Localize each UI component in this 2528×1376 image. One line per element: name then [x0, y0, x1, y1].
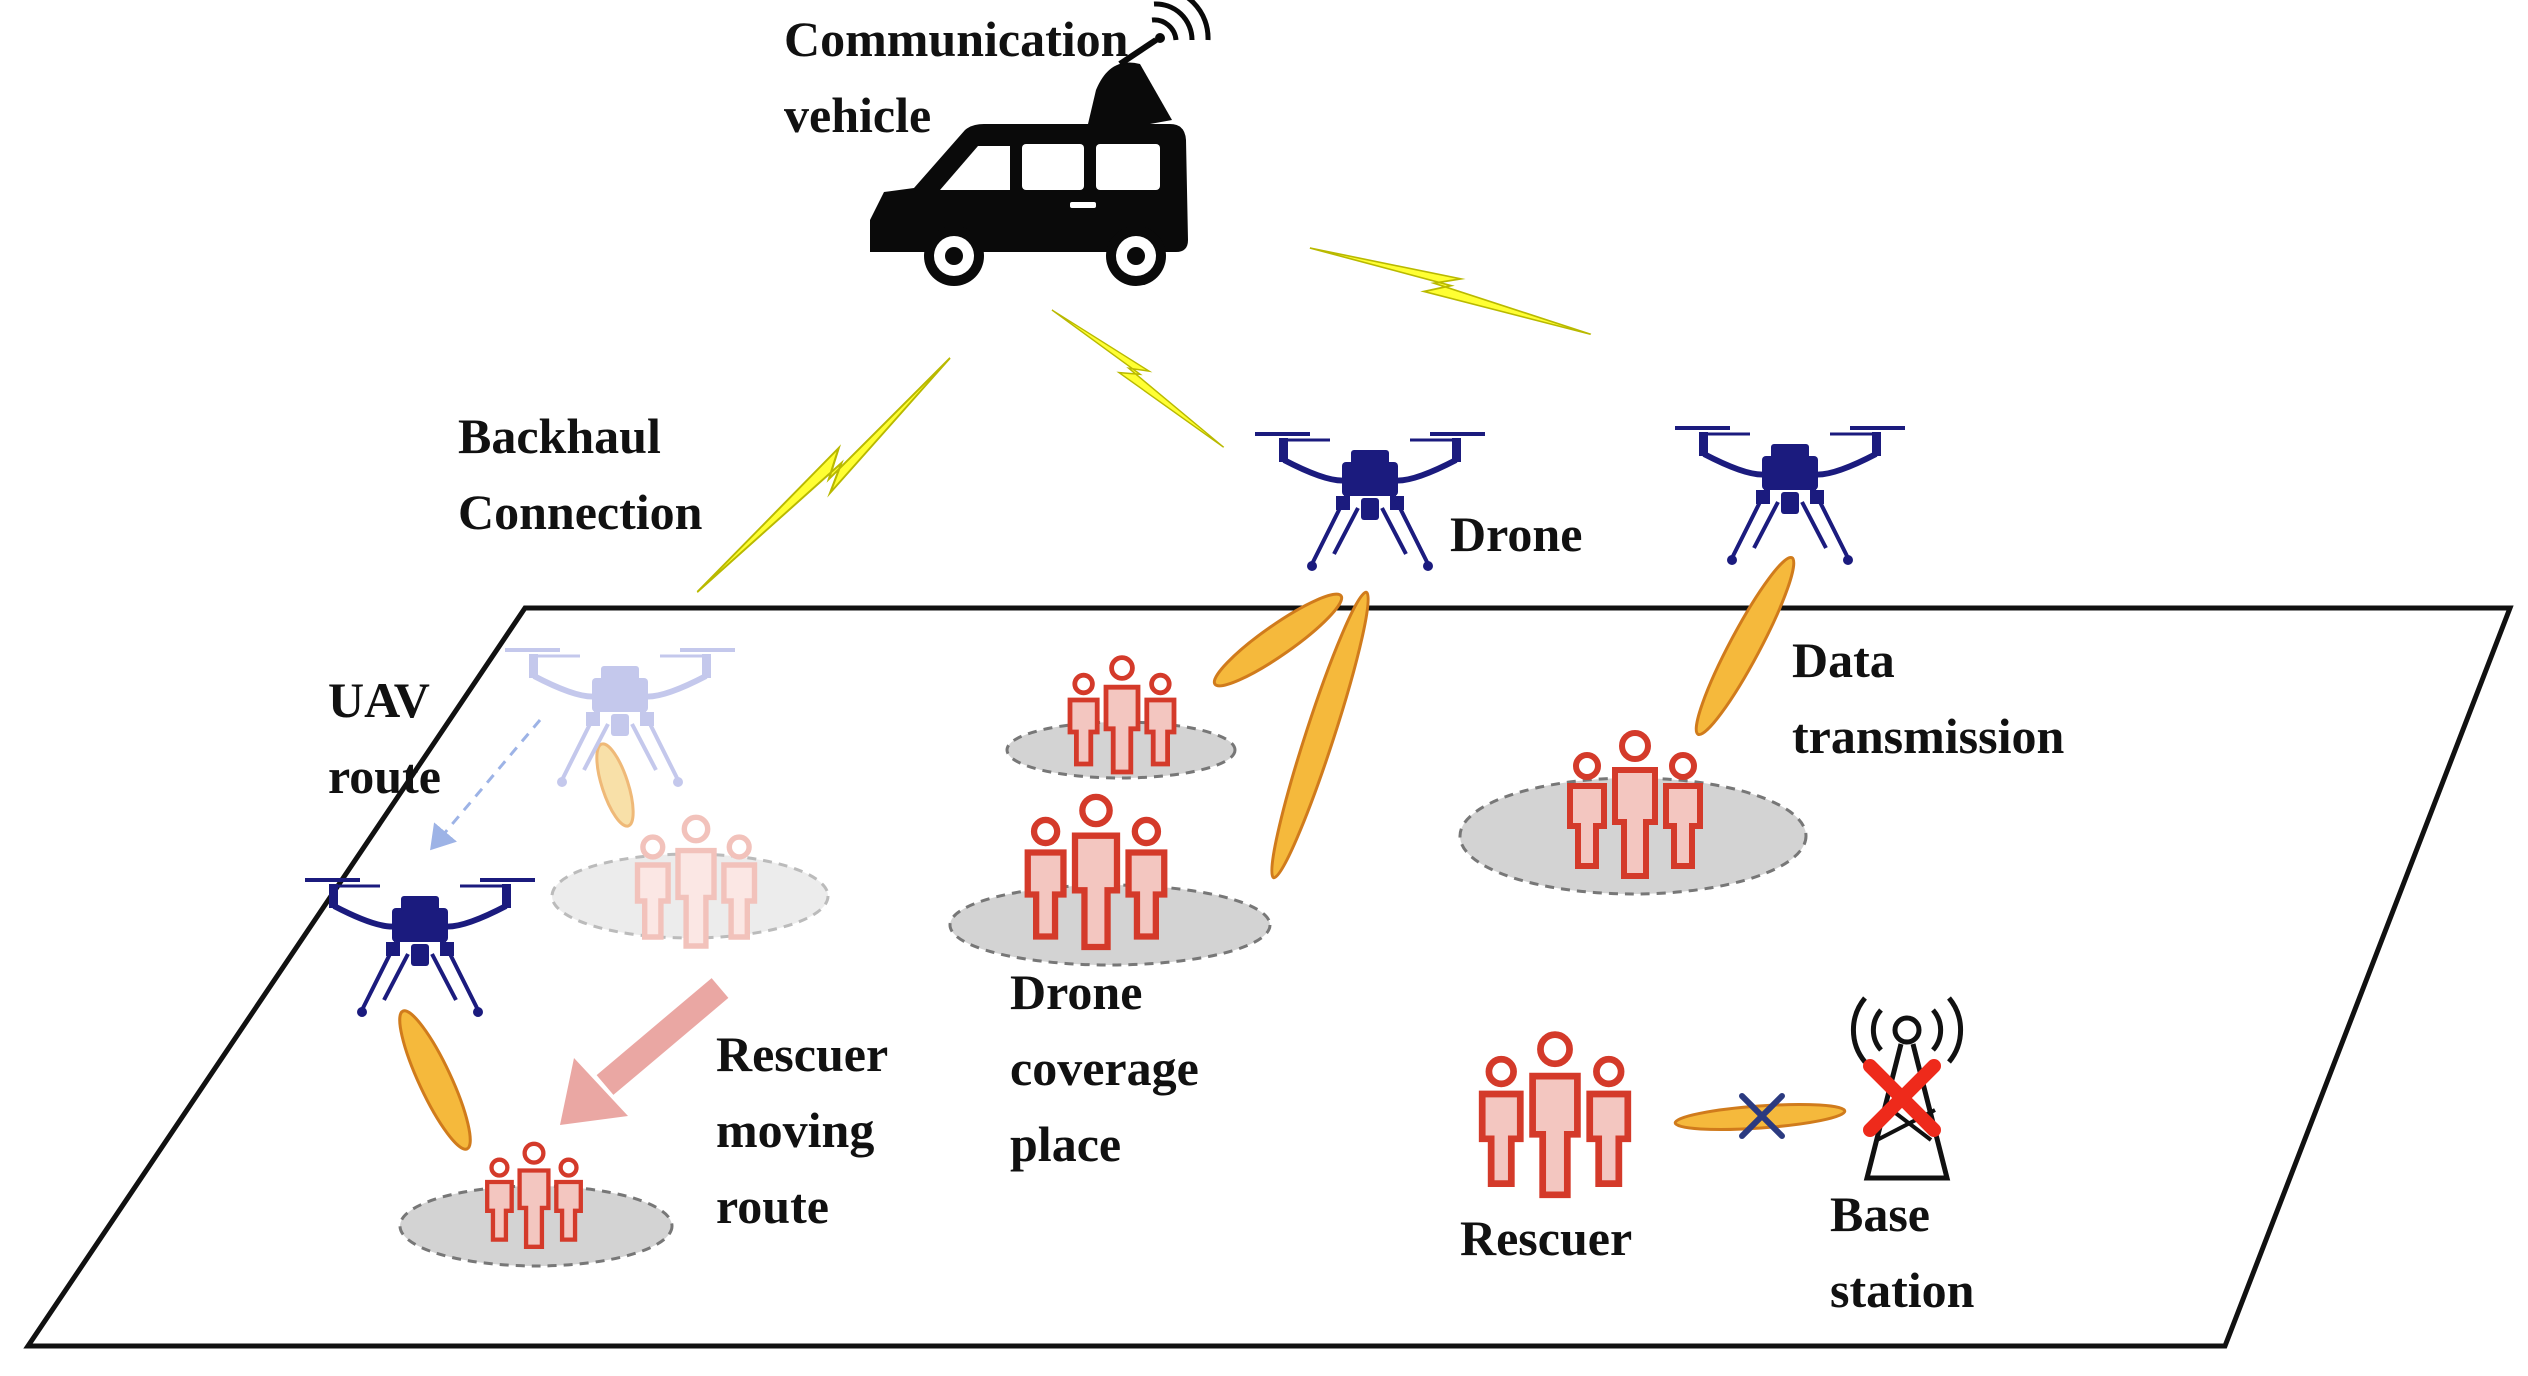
label-line: moving	[716, 1102, 875, 1158]
label-line: place	[1010, 1116, 1122, 1172]
label-line: Data	[1792, 632, 1895, 688]
label-line: vehicle	[784, 87, 932, 143]
label-line: Rescuer	[1460, 1210, 1633, 1266]
cross-mark-icon	[1863, 1059, 1941, 1137]
label-line: Drone	[1450, 506, 1583, 562]
rescuer-group-faded-icon	[638, 817, 755, 946]
label-uav-route: UAV route	[328, 662, 441, 814]
beam-drone-center-2	[1270, 590, 1370, 880]
label-rescuer: Rescuer	[1460, 1200, 1632, 1276]
beam-drone-left	[398, 1009, 472, 1151]
rescuer-group-bottom-icon	[487, 1144, 581, 1247]
label-line: route	[716, 1178, 829, 1234]
label-line: Base	[1830, 1186, 1930, 1242]
communication-vehicle-icon	[870, 0, 1211, 286]
label-drone-coverage-place: Drone coverage place	[1010, 954, 1199, 1182]
beam-drone-right	[1694, 555, 1796, 737]
cross-mark-icon	[1739, 1093, 1785, 1139]
rescuer-group-right-icon	[1570, 733, 1700, 876]
label-line: station	[1830, 1262, 1975, 1318]
label-line: transmission	[1792, 708, 2065, 764]
label-line: Drone	[1010, 964, 1143, 1020]
rescuer-group-small-icon	[1070, 658, 1174, 772]
label-line: Connection	[458, 484, 703, 540]
label-line: Backhaul	[458, 408, 661, 464]
label-data-transmission: Data transmission	[1792, 622, 2064, 774]
label-line: UAV	[328, 672, 430, 728]
uav-route-arrow	[430, 719, 542, 851]
label-line: Rescuer	[716, 1026, 889, 1082]
label-base-station: Base station	[1830, 1176, 1974, 1328]
rescuer-group-isolated-icon	[1482, 1035, 1628, 1195]
rescuer-group-large-icon	[1028, 797, 1165, 947]
beam-drone-center-1	[1212, 592, 1344, 688]
label-communication-vehicle: Communication vehicle	[784, 1, 1128, 153]
label-line: Communication	[784, 11, 1129, 67]
label-line: route	[328, 748, 441, 804]
label-backhaul-connection: Backhaul Connection	[458, 398, 702, 550]
label-drone: Drone	[1450, 496, 1582, 572]
lightning-bolt-icon	[695, 322, 952, 628]
drone-icon-right	[1675, 428, 1905, 565]
beam-faded	[595, 742, 635, 828]
label-line: coverage	[1010, 1040, 1199, 1096]
ground-plane	[23, 605, 2514, 1349]
lightning-bolt-icon	[1031, 308, 1244, 449]
label-rescuer-moving-route: Rescuer moving route	[716, 1016, 888, 1244]
lightning-bolt-icon	[1302, 246, 1599, 336]
rescuer-moving-arrow	[560, 978, 729, 1125]
